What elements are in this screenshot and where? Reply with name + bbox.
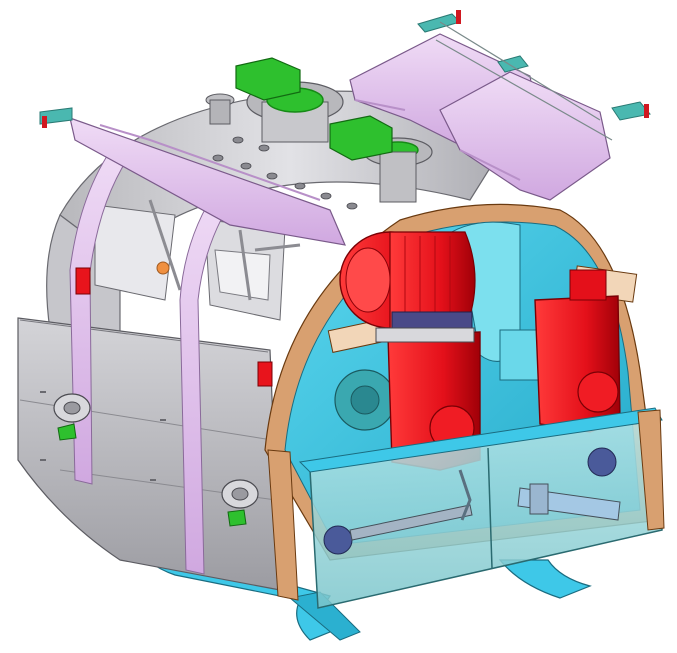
gearbox-icon [534, 295, 621, 433]
drum-body [17, 90, 521, 591]
door-icon [439, 71, 611, 201]
front-details [40, 267, 273, 527]
door-icon [69, 117, 346, 246]
motor-assembly [339, 231, 621, 471]
top-fittings [205, 57, 433, 210]
lid-doors [39, 10, 651, 246]
lower-guard [267, 407, 665, 609]
